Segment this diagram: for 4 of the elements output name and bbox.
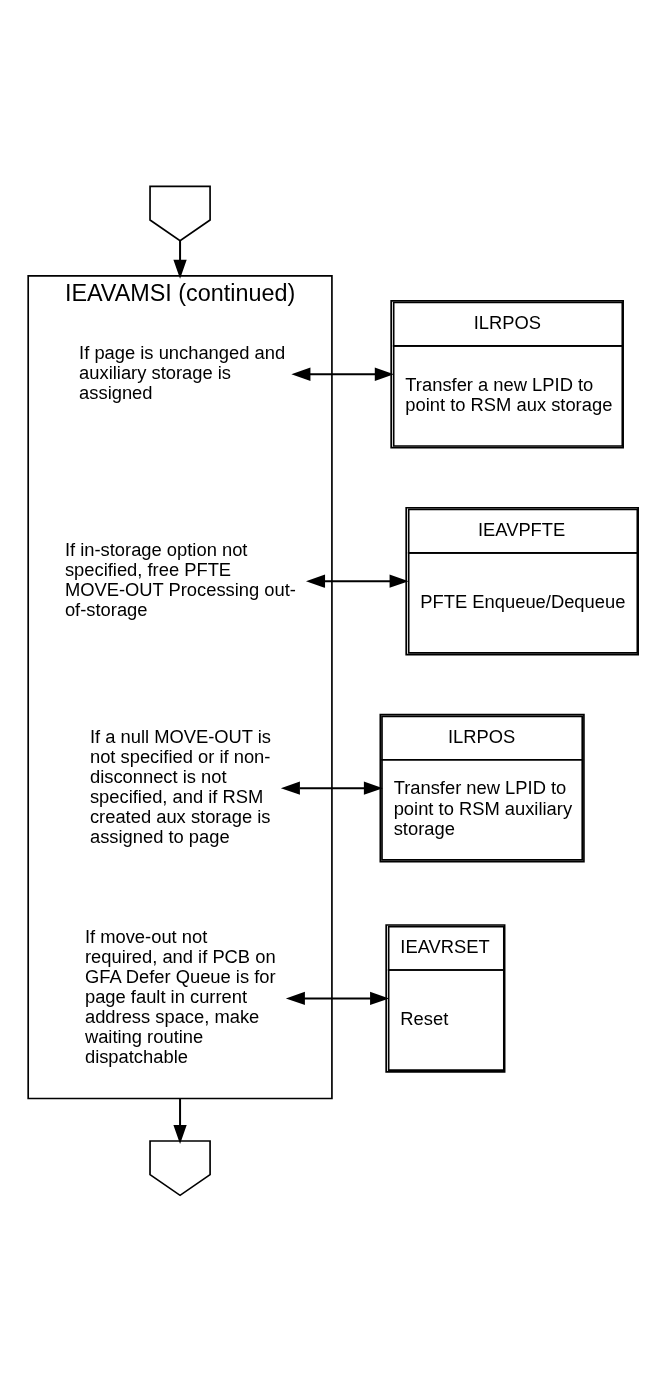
node-text: If in-storage option not specified, free PFTE MOVE-OUT Processing out-of-storage (64, 538, 296, 620)
node-text: If page is unchanged and auxiliary storage is assigned (79, 341, 286, 403)
node-text: If a null MOVE-OUT is not specified or if non-disconnect is not specified, and if RSM created aux storage is assigned to page (89, 725, 272, 847)
node-text: If move-out not required, and if PCB on GFA Defer Queue is for page fault in current address space, make waiting routine dispatchable (84, 926, 276, 1068)
